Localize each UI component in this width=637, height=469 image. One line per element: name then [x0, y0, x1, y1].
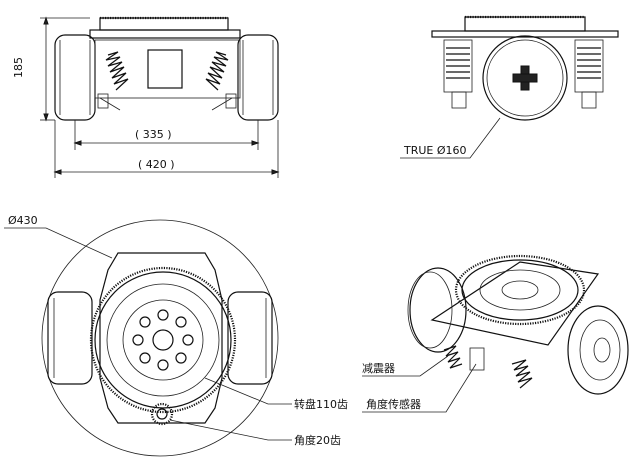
front-right-spring — [205, 51, 229, 91]
wheel-diameter-text: TRUE Ø160 — [403, 144, 467, 157]
side-view: TRUE Ø160 — [400, 15, 619, 159]
side-left-spring — [443, 39, 473, 109]
iso-left-wheel — [407, 267, 467, 353]
iso-turntable — [454, 254, 586, 326]
angle-gear — [150, 402, 174, 426]
track-inner-dimension-text: ( 335 ) — [135, 128, 172, 141]
turntable-gear-label: 转盘110齿 — [294, 397, 348, 411]
turntable-gear-ring — [89, 266, 237, 414]
isometric-view: 减震器 角度传感器 — [362, 254, 629, 413]
height-dimension-text: 185 — [12, 57, 25, 78]
turntable-diameter-text: Ø430 — [8, 214, 38, 227]
front-view: 185 ( 335 ) ( 420 ) — [12, 16, 280, 178]
top-left-wheel — [47, 291, 93, 385]
iso-spring-right — [511, 359, 533, 389]
side-right-spring — [574, 39, 604, 109]
front-left-wheel — [54, 34, 96, 121]
track-outer-dimension-text: ( 420 ) — [138, 158, 175, 171]
angle-sensor-label: 角度传感器 — [366, 397, 421, 411]
iso-spring-left — [443, 345, 463, 369]
front-right-wheel — [237, 34, 279, 121]
front-left-spring — [105, 51, 129, 91]
iso-right-wheel — [567, 305, 629, 395]
top-view: Ø430 转盘110齿 角度20齿 — [4, 214, 348, 457]
side-wheel — [482, 35, 568, 121]
top-right-wheel — [227, 291, 273, 385]
damper-label: 减震器 — [362, 362, 395, 375]
angle-gear-label: 角度20齿 — [294, 433, 341, 447]
